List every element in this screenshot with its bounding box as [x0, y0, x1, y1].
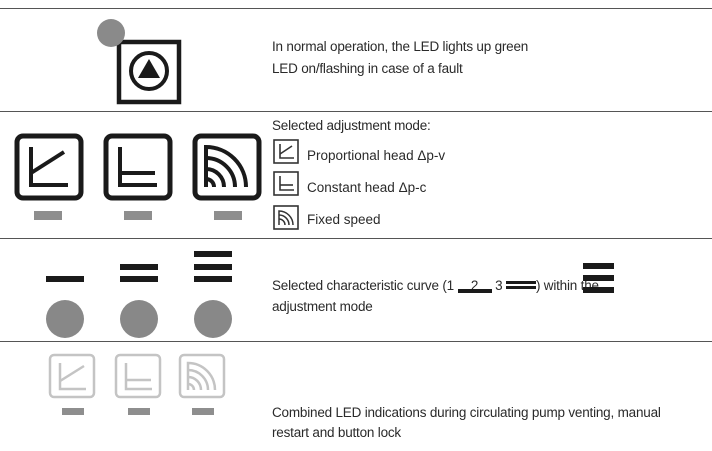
- curve-3-led-icon: [194, 300, 232, 338]
- curve-2-bar-icon: [120, 276, 158, 282]
- curve-text-line2: adjustment mode: [272, 299, 373, 314]
- legend-proportional-label: Proportional head Δp-v: [307, 148, 446, 163]
- curve-3-label: 3: [495, 278, 503, 293]
- mode-heading: Selected adjustment mode:: [272, 118, 431, 133]
- curve-1-bar-icon: [46, 276, 84, 282]
- curve-3-bar-icon: [194, 276, 232, 282]
- legend-fixed-label: Fixed speed: [307, 212, 381, 227]
- constant-head-icon: [114, 353, 162, 415]
- curve-3-inline-large-icon: [583, 263, 614, 295]
- separator-3: [0, 341, 712, 342]
- led-normal-text: In normal operation, the LED lights up g…: [272, 39, 529, 54]
- mode-indicator-led: [124, 211, 152, 220]
- proportional-head-icon: [273, 139, 299, 164]
- status-led-icon: [97, 19, 125, 47]
- curve-3-inline-bars-icon: [505, 281, 536, 291]
- curve-3-bar-icon: [194, 264, 232, 270]
- curve-2-marker: 2: [457, 277, 492, 295]
- separator-1: [0, 111, 712, 112]
- proportional-head-icon: [14, 133, 84, 220]
- led-fault-text: LED on/flashing in case of a fault: [272, 61, 463, 76]
- curve-2-label: 2: [470, 278, 479, 293]
- curve-2-inline-bar-icon: [457, 289, 492, 293]
- constant-head-icon: [103, 133, 173, 220]
- proportional-head-icon: [48, 353, 96, 415]
- combined-text-line2: restart and button lock: [272, 425, 401, 440]
- curve-text-line1: Selected characteristic curve (1 2 3 ) w…: [272, 277, 599, 295]
- legend-constant-label: Constant head Δp-c: [307, 180, 427, 195]
- separator-2: [0, 238, 712, 239]
- mode-indicator-led: [34, 211, 62, 220]
- curve-2-led-icon: [120, 300, 158, 338]
- curve-3-bar-icon: [194, 251, 232, 257]
- fixed-speed-icon: [273, 205, 299, 230]
- combined-text-line1: Combined LED indications during circulat…: [272, 405, 661, 420]
- constant-head-icon: [273, 171, 299, 196]
- mode-indicator-led: [214, 211, 242, 220]
- fixed-speed-icon: [192, 133, 262, 220]
- curve-1-led-icon: [46, 300, 84, 338]
- curve-2-bar-icon: [120, 264, 158, 270]
- pump-symbol-icon: [116, 39, 182, 105]
- separator-top: [0, 8, 712, 9]
- curve-prefix: Selected characteristic curve (1: [272, 278, 454, 293]
- fixed-speed-icon: [178, 353, 226, 415]
